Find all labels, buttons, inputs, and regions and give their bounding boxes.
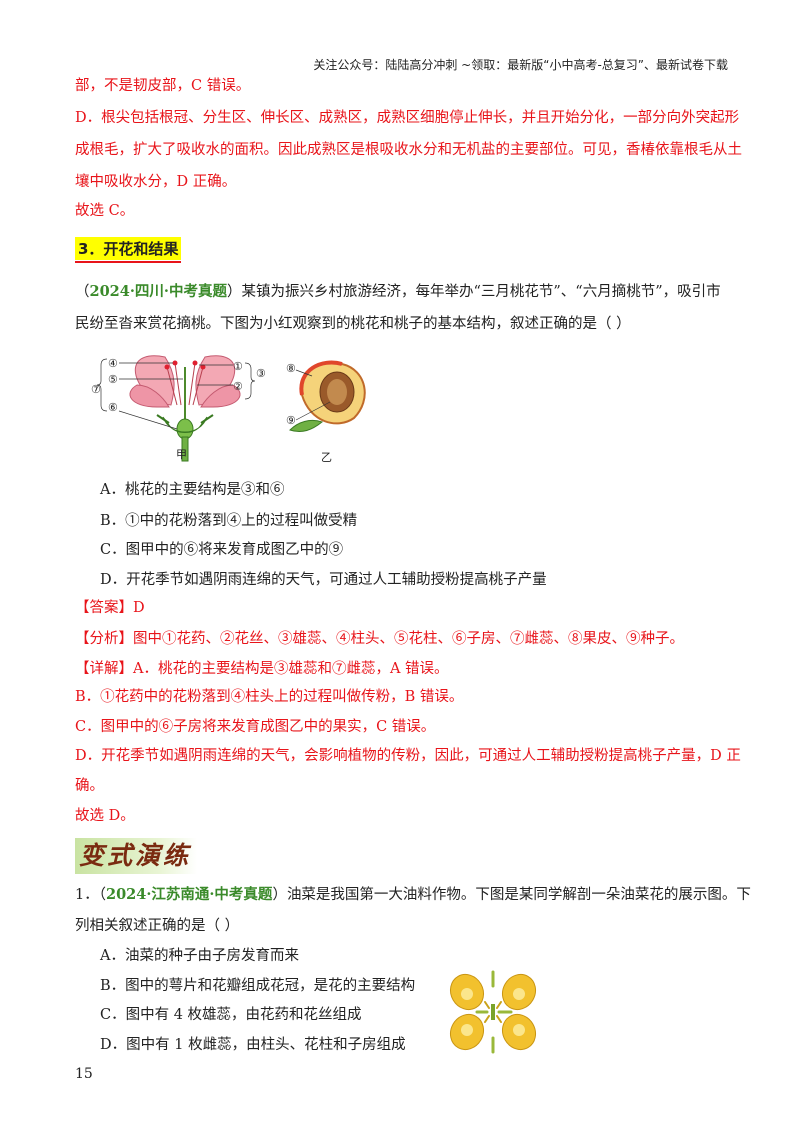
page-number: 15 — [75, 1066, 93, 1082]
mark-seed: ⑨ — [286, 414, 296, 427]
figure-b-label: 乙 — [321, 451, 332, 464]
option-a: A．桃花的主要结构是③和⑥ — [100, 482, 285, 498]
figure-a-label: 甲 — [176, 448, 187, 461]
question-source: 2024·四川·中考真题 — [89, 283, 227, 300]
question-line-2: 民纷至沓来赏花摘桃。下图为小红观察到的桃花和桃子的基本结构，叙述正确的是（ ） — [75, 316, 631, 332]
q2-option-a: A．油菜的种子由子房发育而来 — [100, 948, 299, 964]
top-conclusion: 故选 C。 — [75, 203, 135, 219]
detail-line-2: B．①花药中的花粉落到④柱头上的过程叫做传粉，B 错误。 — [75, 689, 464, 705]
option-d: D．开花季节如遇阴雨连绵的天气，可通过人工辅助授粉提高桃子产量 — [100, 572, 547, 588]
analysis: 【分析】图中①花药、②花丝、③雄蕊、④柱头、⑤花柱、⑥子房、⑦雌蕊、⑧果皮、⑨种… — [75, 631, 684, 647]
marks-left: ④ ⑤ ⑥ — [108, 357, 118, 414]
q2-line-1: 1．（2024·江苏南通·中考真题）油菜是我国第一大油料作物。下图是某同学解剖一… — [75, 886, 751, 903]
top-line-2: D．根尖包括根冠、分生区、伸长区、成熟区，成熟区细胞停止伸长，并且开始分化，一部… — [75, 110, 740, 126]
q2-source: 2024·江苏南通·中考真题 — [105, 886, 273, 903]
practice-banner: 变式演练 — [75, 838, 197, 874]
q2-option-d: D．图中有 1 枚雌蕊，由柱头、花柱和子房组成 — [100, 1037, 406, 1053]
peach-flower-figure — [96, 355, 256, 462]
page-header: 关注公众号：陆陆高分冲刺 ~领取：最新版“小中高考-总复习”、最新试卷下载 — [313, 58, 728, 72]
peach-fruit-figure — [289, 360, 366, 433]
top-line-3: 成根毛，扩大了吸收水的面积。因此成熟区是根吸收水分和无机盐的主要部位。可见，香椿… — [75, 142, 742, 158]
section-title: 3．开花和结果 — [75, 237, 182, 263]
conclusion: 故选 D。 — [75, 808, 135, 824]
mark-pistil: ⑦ — [91, 383, 101, 396]
answer: 【答案】D — [75, 600, 145, 616]
rapeseed-flower-figure — [449, 970, 537, 1054]
detail-line-1: 【详解】A．桃花的主要结构是③雄蕊和⑦雌蕊，A 错误。 — [75, 661, 449, 677]
question-line-1: （2024·四川·中考真题）某镇为振兴乡村旅游经济，每年举办“三月桃花节”、“六… — [75, 283, 721, 300]
detail-line-5: 确。 — [75, 778, 104, 794]
option-c: C．图甲中的⑥将来发育成图乙中的⑨ — [100, 542, 344, 558]
option-b: B．①中的花粉落到④上的过程叫做受精 — [100, 513, 358, 529]
q2-option-b: B．图中的萼片和花瓣组成花冠，是花的主要结构 — [100, 978, 416, 994]
q2-line-2: 列相关叙述正确的是（ ） — [75, 918, 240, 934]
mark-peel: ⑧ — [286, 362, 296, 375]
marks-right: ① ② — [233, 360, 243, 393]
detail-line-3: C．图甲中的⑥子房将来发育成图乙中的果实，C 错误。 — [75, 719, 436, 735]
top-line-4: 壤中吸收水分，D 正确。 — [75, 174, 237, 190]
mark-stamen: ③ — [256, 367, 266, 380]
detail-line-4: D．开花季节如遇阴雨连绵的天气，会影响植物的传粉，因此，可通过人工辅助授粉提高桃… — [75, 748, 741, 764]
q2-option-c: C．图中有 4 枚雄蕊，由花药和花丝组成 — [100, 1007, 362, 1023]
top-line-1: 部，不是韧皮部，C 错误。 — [75, 78, 251, 94]
